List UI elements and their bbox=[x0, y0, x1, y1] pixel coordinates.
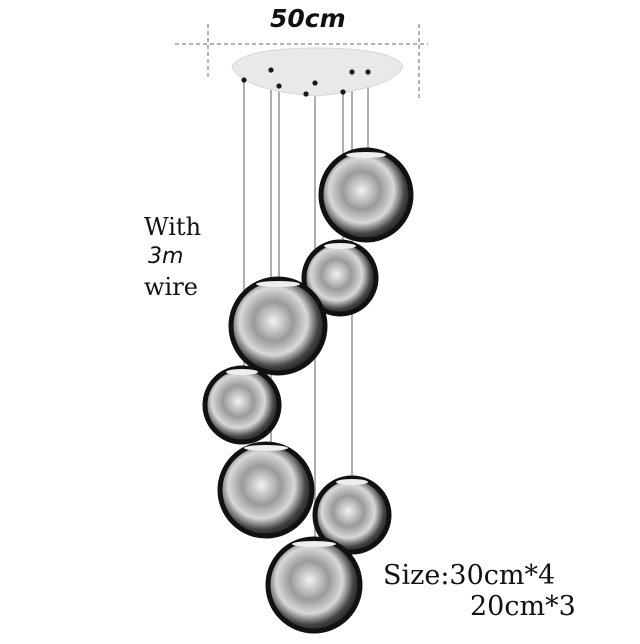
dimension-lines bbox=[175, 24, 428, 100]
canopy-width-label: 50cm bbox=[270, 4, 346, 33]
wire-note-line2: 3m bbox=[148, 244, 184, 269]
size-note: Size:30cm*4 20cm*3 bbox=[383, 560, 576, 622]
ceiling-canopy bbox=[231, 47, 404, 97]
globe bbox=[217, 441, 315, 539]
globe bbox=[318, 147, 414, 243]
globe bbox=[312, 475, 392, 555]
wire-note-line1: With bbox=[144, 213, 202, 241]
wire-length-note: With 3m wire bbox=[144, 212, 201, 302]
wire-note-line3: wire bbox=[144, 273, 198, 301]
size-note-line1: Size:30cm*4 bbox=[383, 560, 556, 591]
size-note-line2: 20cm*3 bbox=[470, 591, 576, 622]
globe bbox=[228, 276, 328, 376]
globes bbox=[202, 147, 414, 634]
globe bbox=[301, 239, 379, 317]
globe bbox=[202, 365, 282, 445]
globe bbox=[265, 536, 363, 634]
